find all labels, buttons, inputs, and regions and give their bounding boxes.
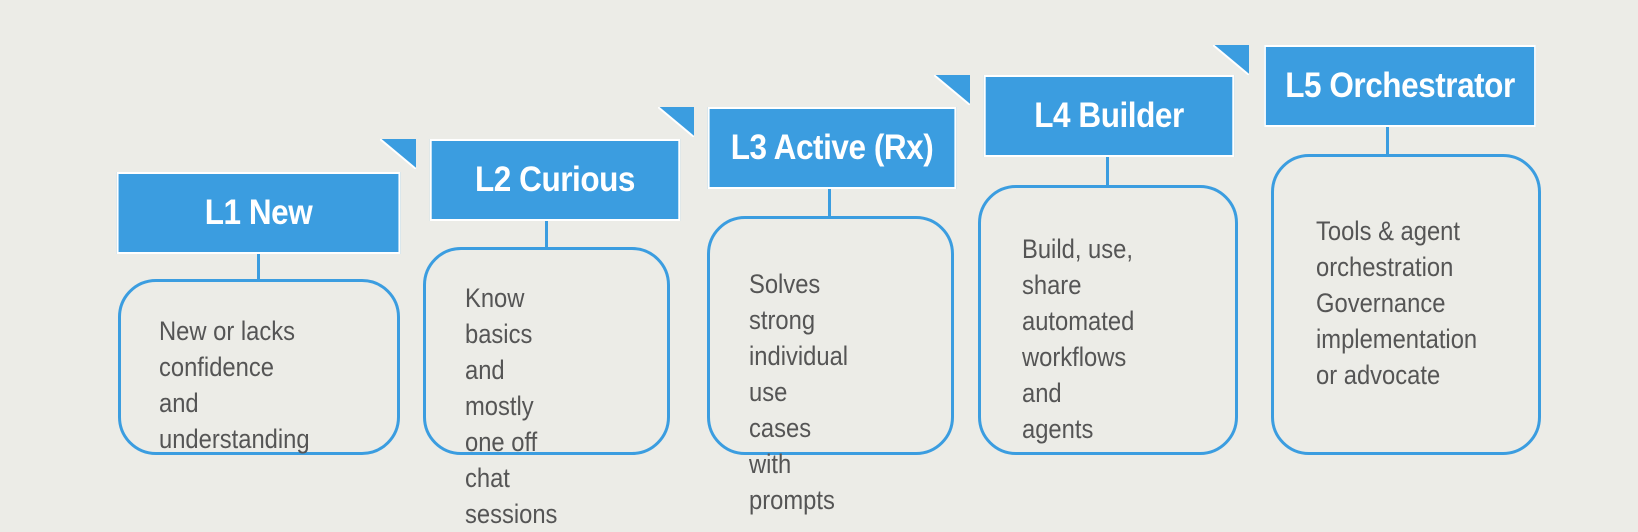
level-2-fold-corner <box>380 139 416 169</box>
level-4-fold-corner <box>934 75 970 105</box>
level-5-card <box>1271 154 1541 455</box>
level-3-card <box>707 216 954 455</box>
level-4-banner: L4 Builder <box>983 75 1235 157</box>
level-2-connector <box>545 221 548 247</box>
level-5-connector <box>1386 127 1389 154</box>
level-1-banner: L1 New <box>116 172 401 254</box>
level-3-title: L3 Active (Rx) <box>730 128 934 167</box>
level-5-title: L5 Orchestrator <box>1285 66 1515 105</box>
level-4-connector <box>1106 157 1109 185</box>
level-3-banner: L3 Active (Rx) <box>707 107 957 189</box>
level-1-connector <box>257 254 260 279</box>
level-4-description: Build, use, share automated workflows an… <box>1022 234 1135 444</box>
level-5-fold-corner <box>1213 45 1249 75</box>
level-2-description: Know basics and mostly one off chat sess… <box>465 283 558 529</box>
level-1-description: New or lacks confidence and understandin… <box>159 316 310 454</box>
level-4-card <box>978 185 1238 455</box>
level-3-connector <box>828 189 831 216</box>
level-2-banner: L2 Curious <box>429 139 681 221</box>
level-3-description: Solves strong individual use cases with … <box>749 269 849 515</box>
level-3-fold-corner <box>658 107 694 137</box>
level-1-title: L1 New <box>204 193 313 232</box>
level-2-card <box>423 247 670 455</box>
level-5-description: Tools & agent orchestration Governance i… <box>1316 216 1478 390</box>
level-1-card <box>118 279 400 455</box>
level-2-title: L2 Curious <box>474 160 636 199</box>
level-5-banner: L5 Orchestrator <box>1264 45 1536 127</box>
level-4-title: L4 Builder <box>1034 96 1184 135</box>
